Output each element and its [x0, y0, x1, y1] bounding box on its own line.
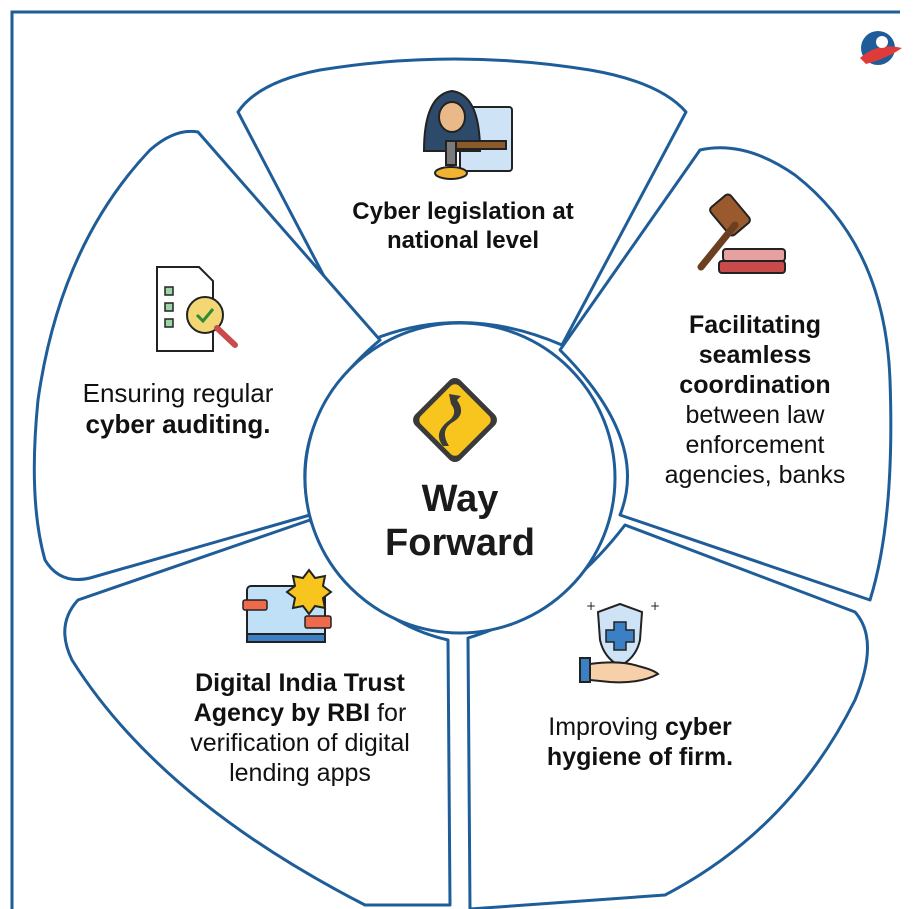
petal-top-bold: Cyber legislation at national level — [352, 198, 574, 254]
center-title-line1: Way — [421, 478, 499, 520]
petal-right-label: Facilitating seamless coordination betwe… — [630, 310, 880, 490]
svg-text:+: + — [586, 599, 596, 613]
petal-right — [558, 146, 893, 602]
gavel-on-books-icon — [697, 193, 786, 274]
petal-bottom-left-normal: for verification of digital lending apps — [190, 699, 410, 787]
petal-left-label: Ensuring regular cyber auditing. — [58, 378, 298, 440]
petal-top-label: Cyber legislation at national level — [318, 198, 608, 256]
shield-in-hand-icon: + + — [579, 599, 660, 684]
petal-bottom-right-bold: cyber hygiene of firm. — [546, 713, 734, 771]
svg-text:+: + — [650, 599, 660, 613]
petal-left-normal: Ensuring regular — [82, 378, 274, 408]
brand-logo-icon — [860, 31, 902, 65]
petal-bottom-right-label: Improving cyber hygiene of firm. — [505, 712, 775, 772]
center-title-line2: Forward — [385, 521, 535, 564]
page-border — [10, 10, 900, 909]
center-circle — [303, 321, 617, 635]
petal-bottom-right-normal: Improving — [548, 713, 659, 741]
petal-right-normal: between law enforcement agencies, banks — [664, 401, 846, 489]
digital-marketing-screen-icon — [242, 568, 333, 643]
petal-bottom-left-bold: Digital India Trust Agency by RBI — [193, 669, 405, 727]
petal-bottom-left-label: Digital India Trust Agency by RBI for ve… — [150, 668, 450, 788]
petal-left-bold: cyber auditing. — [85, 409, 271, 440]
hacker-at-desk-icon — [422, 89, 513, 180]
petal-right-bold: Facilitating seamless coordination — [679, 311, 831, 399]
winding-road-sign-icon — [413, 378, 497, 462]
audit-document-magnifier-icon — [156, 266, 238, 352]
center-title: Way Forward — [310, 478, 610, 565]
